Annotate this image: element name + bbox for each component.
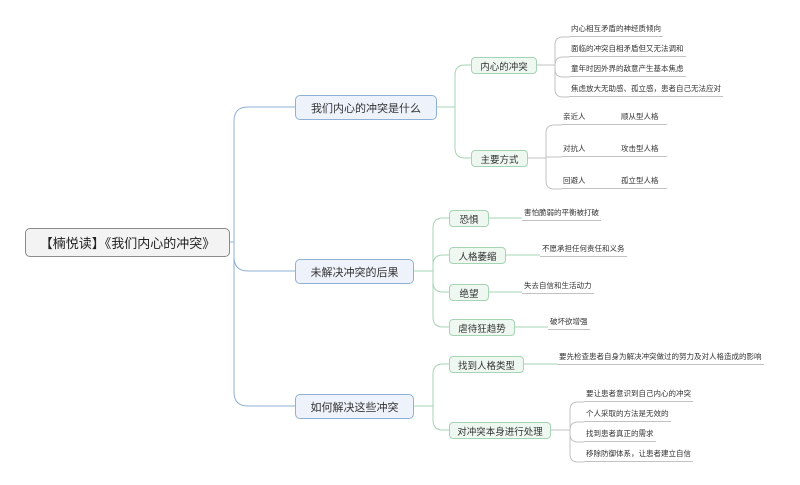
approach-item[interactable]: 回避人 bbox=[561, 176, 623, 189]
subtopic-leaf-connector bbox=[554, 65, 569, 98]
subtopic-personality-atrophy[interactable]: 人格萎缩 bbox=[449, 247, 506, 264]
subtopic-label: 人格萎缩 bbox=[458, 251, 497, 263]
approach-item[interactable]: 对抗人 bbox=[561, 144, 623, 157]
subtopic-leaf-connector bbox=[569, 401, 584, 430]
branch-subtopic-connector bbox=[432, 254, 449, 271]
subtopic-inner-conflict[interactable]: 内心的冲突 bbox=[471, 57, 537, 74]
subtopic-leaf-connector bbox=[554, 56, 569, 66]
leaf-item[interactable]: 要让患者意识到自己内心的冲突 bbox=[584, 389, 693, 402]
subtopic-label: 内心的冲突 bbox=[480, 61, 528, 73]
subtopic-main-modes[interactable]: 主要方式 bbox=[471, 150, 528, 167]
leaf-item[interactable]: 害怕脆弱的平衡被打破 bbox=[522, 208, 601, 221]
subtopic-sadism-tendency[interactable]: 虐待狂趋势 bbox=[449, 319, 515, 336]
subtopic-leaf-connector bbox=[569, 430, 584, 443]
subtopic-handle-conflict[interactable]: 对冲突本身进行处理 bbox=[449, 422, 551, 439]
leaf-item[interactable]: 童年时因外界的敌意产生基本焦虑 bbox=[569, 64, 686, 77]
branch-subtopic-connector bbox=[454, 64, 471, 107]
subtopic-leaf-connector bbox=[569, 421, 584, 431]
branch-subtopic-connector bbox=[432, 271, 449, 328]
branch-subtopic-connector bbox=[432, 406, 449, 431]
leaf-item[interactable]: 焦虑放大无助感、孤立感，患者自己无法应对 bbox=[569, 84, 723, 97]
root-topic-label: 【楠悦读】《我们内心的冲突》 bbox=[39, 237, 216, 252]
branch-label: 未解决冲突的后果 bbox=[310, 265, 399, 279]
subtopic-label: 虐待狂趋势 bbox=[458, 323, 506, 335]
branch-how-to-resolve[interactable]: 如何解决这些冲突 bbox=[295, 394, 414, 419]
root-topic[interactable]: 【楠悦读】《我们内心的冲突》 bbox=[25, 228, 230, 257]
leaf-item[interactable]: 找到患者真正的需求 bbox=[584, 429, 656, 442]
personality-type-item[interactable]: 孤立型人格 bbox=[619, 176, 667, 189]
subtopic-fear[interactable]: 恐惧 bbox=[449, 210, 489, 227]
leaf-item[interactable]: 不愿承担任何责任和义务 bbox=[540, 244, 627, 257]
branch-consequences[interactable]: 未解决冲突的后果 bbox=[295, 259, 414, 284]
subtopic-label: 主要方式 bbox=[480, 154, 519, 166]
root-branch-connector bbox=[233, 242, 295, 272]
leaf-item[interactable]: 要先检查患者自身为解决冲突做过的努力及对人格造成的影响 bbox=[557, 352, 764, 365]
root-branch-connector bbox=[233, 106, 295, 242]
subtopic-despair[interactable]: 绝望 bbox=[449, 284, 489, 301]
subtopic-label: 对冲突本身进行处理 bbox=[457, 426, 543, 438]
subtopic-leaf-connector bbox=[569, 430, 584, 463]
subtopic-leaf-connector bbox=[545, 124, 561, 158]
subtopic-leaf-connector bbox=[554, 36, 569, 65]
branch-subtopic-connector bbox=[432, 217, 449, 271]
subtopic-leaf-connector bbox=[545, 156, 561, 158]
subtopic-find-personality-type[interactable]: 找到人格类型 bbox=[449, 356, 524, 373]
approach-item[interactable]: 亲近人 bbox=[561, 112, 623, 125]
personality-type-item[interactable]: 攻击型人格 bbox=[619, 144, 667, 157]
leaf-item[interactable]: 面临的冲突自相矛盾但又无法调和 bbox=[569, 44, 686, 57]
leaf-item[interactable]: 内心相互矛盾的神经质倾向 bbox=[569, 24, 663, 37]
branch-label: 我们内心的冲突是什么 bbox=[311, 101, 421, 115]
subtopic-leaf-connector bbox=[545, 158, 561, 190]
leaf-item[interactable]: 移除防御体系，让患者建立自信 bbox=[584, 449, 693, 462]
leaf-item[interactable]: 个人采取的方法是无效的 bbox=[584, 409, 671, 422]
branch-what-is-conflict[interactable]: 我们内心的冲突是什么 bbox=[295, 95, 437, 120]
leaf-item[interactable]: 失去自信和生活动力 bbox=[522, 281, 594, 294]
branch-subtopic-connector bbox=[432, 271, 449, 293]
branch-subtopic-connector bbox=[454, 107, 471, 159]
subtopic-label: 找到人格类型 bbox=[457, 360, 515, 372]
branch-label: 如何解决这些冲突 bbox=[310, 400, 399, 414]
subtopic-label: 恐惧 bbox=[459, 214, 479, 226]
subtopic-leaf-connector bbox=[554, 65, 569, 78]
personality-type-item[interactable]: 顺从型人格 bbox=[619, 112, 667, 125]
branch-subtopic-connector bbox=[432, 363, 449, 406]
root-branch-connector bbox=[233, 242, 295, 407]
subtopic-label: 绝望 bbox=[459, 288, 479, 300]
leaf-item[interactable]: 破坏欲增强 bbox=[548, 317, 590, 330]
